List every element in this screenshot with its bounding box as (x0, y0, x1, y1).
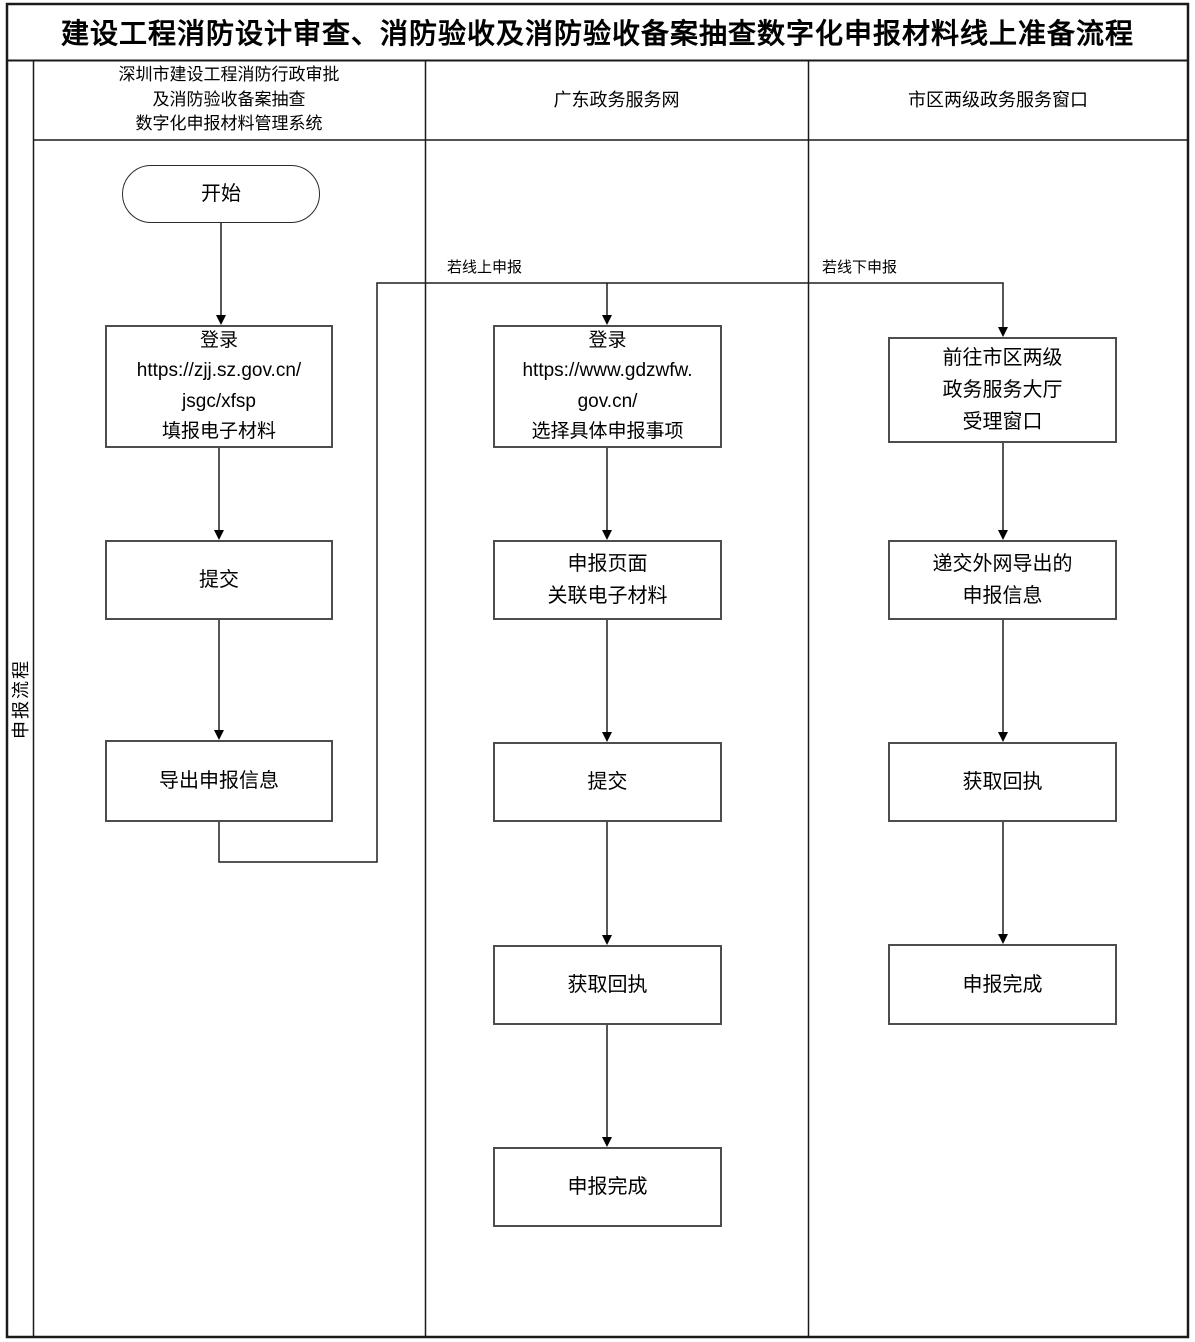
edge-label-online: 若线上申报 (447, 259, 523, 276)
lane-header-service-window: 市区两级政务服务窗口 (908, 89, 1088, 110)
page-title: 建设工程消防设计审查、消防验收及消防验收备案抽查数字化申报材料线上准备流程 (60, 18, 1134, 49)
lane-header-sz-system: 深圳市建设工程消防行政审批 及消防验收备案抽查 数字化申报材料管理系统 (118, 65, 340, 134)
lane-header-gd-portal: 广东政务服务网 (553, 89, 680, 110)
side-label: 申报流程 (11, 658, 31, 739)
node-lane2-page: 申报页面 关联电子材料 (493, 540, 722, 620)
node-lane2-login: 登录 https://www.gdzwfw. gov.cn/ 选择具体申报事项 (493, 325, 722, 448)
node-lane2-receipt: 获取回执 (493, 945, 722, 1025)
edge-label-offline: 若线下申报 (822, 259, 898, 276)
node-lane2-submit: 提交 (493, 742, 722, 822)
node-lane1-login: 登录 https://zjj.sz.gov.cn/ jsgc/xfsp 填报电子… (105, 325, 333, 448)
side-label-cell: 申报流程 (7, 60, 33, 1337)
node-lane3-done: 申报完成 (888, 944, 1117, 1025)
node-lane3-receipt: 获取回执 (888, 742, 1117, 822)
node-lane3-go-to-window: 前往市区两级 政务服务大厅 受理窗口 (888, 337, 1117, 443)
start-node: 开始 (122, 165, 320, 223)
node-lane1-submit: 提交 (105, 540, 333, 620)
node-lane3-deliver: 递交外网导出的 申报信息 (888, 540, 1117, 620)
node-lane2-done: 申报完成 (493, 1147, 722, 1227)
node-lane1-export: 导出申报信息 (105, 740, 333, 822)
